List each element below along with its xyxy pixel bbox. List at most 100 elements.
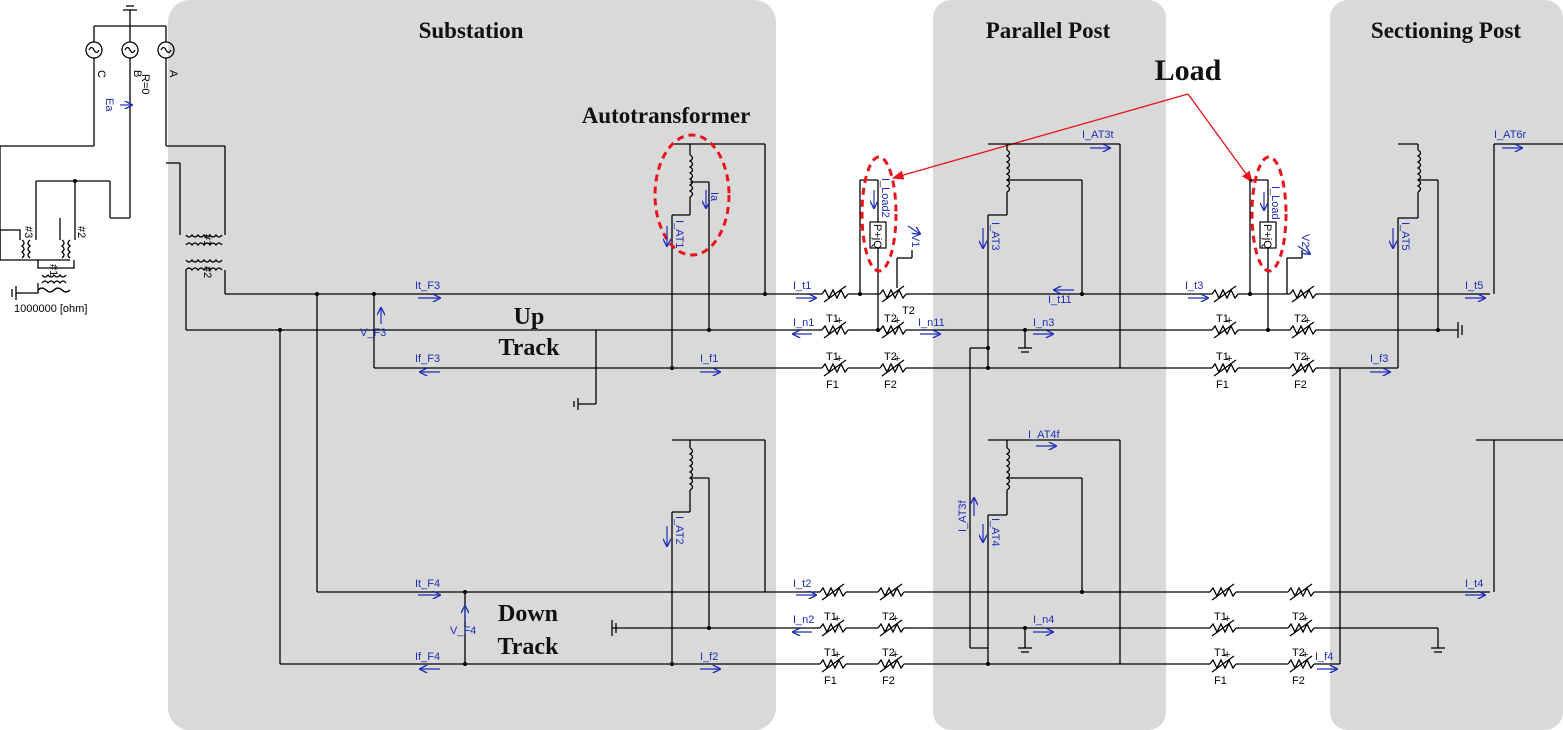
breaker-up-n-3: T2+ — [1289, 313, 1317, 339]
load-arrow-left — [891, 93, 1189, 180]
phase-a-label: A — [167, 70, 179, 78]
down-track-label-2: Track — [498, 634, 560, 660]
up-track-label-2: Track — [499, 335, 561, 361]
label-I_AT2: I_AT2 — [673, 516, 685, 545]
svg-text:+: + — [1226, 353, 1232, 365]
parallel-post-title: Parallel Post — [986, 18, 1111, 43]
svg-text:+: + — [834, 649, 840, 661]
load2-pq: P+jQ — [1261, 224, 1273, 249]
label-If_F3: If_F3 — [415, 353, 440, 365]
label-I_AT3t: I_AT3t — [1082, 129, 1114, 141]
substation-region — [168, 0, 776, 730]
label-I_AT3f: I_AT3f — [957, 499, 969, 532]
label-It_F3: It_F3 — [415, 280, 440, 292]
svg-text:+: + — [892, 649, 898, 661]
svg-text:F1: F1 — [1214, 675, 1227, 687]
svg-text:T2: T2 — [884, 313, 897, 325]
three-phase-source: A B C R=0 Ea #3 #2 #1 1000000 [ohm] #1 — [0, 5, 226, 330]
label-I_AT4f: I_AT4f — [1028, 429, 1061, 441]
svg-text:T2: T2 — [1292, 611, 1305, 623]
svg-text:T1: T1 — [826, 313, 839, 325]
svg-text:T1: T1 — [1216, 351, 1229, 363]
load1-pq: P+jQ — [871, 224, 883, 249]
svg-text:T1: T1 — [1214, 647, 1227, 659]
label-Ia: Ia — [708, 192, 720, 202]
svg-text:+: + — [836, 315, 842, 327]
sub-t2-label: #2 — [201, 266, 213, 278]
label-I_Load2: I_Load2 — [879, 178, 891, 218]
resistance-label: R=0 — [139, 74, 151, 95]
svg-text:+: + — [836, 353, 842, 365]
breaker-down-t-3 — [1287, 583, 1315, 601]
svg-text:+: + — [1304, 353, 1310, 365]
label-I_n3: I_n3 — [1033, 317, 1054, 329]
load2-highlight — [1250, 155, 1288, 273]
load-annotation: Load — [1155, 54, 1222, 87]
svg-text:F1: F1 — [1216, 379, 1229, 391]
label-I_AT4: I_AT4 — [989, 518, 1001, 547]
down-track-label-1: Down — [498, 601, 558, 627]
svg-text:+: + — [1304, 315, 1310, 327]
label-I_t4: I_t4 — [1465, 578, 1483, 590]
breaker-down-n-2: T1+ — [1209, 611, 1237, 637]
svg-text:F2: F2 — [1292, 675, 1305, 687]
label-I_t11: I_t11 — [1048, 294, 1072, 306]
breaker-down-n-3: T2+ — [1287, 611, 1315, 637]
label-I_t3: I_t3 — [1185, 280, 1203, 292]
label-If_F4: If_F4 — [415, 651, 440, 663]
t1-label: #1 — [47, 264, 59, 276]
breaker-up-t-1 — [879, 285, 907, 303]
label-I_AT1: I_AT1 — [673, 220, 685, 249]
breaker-down-f-3: T2+F2 — [1287, 647, 1315, 687]
svg-text:T1: T1 — [826, 351, 839, 363]
breaker-up-t-0 — [821, 285, 849, 303]
t3-label: #3 — [22, 226, 34, 238]
label-I_Load: I_Load — [1269, 186, 1281, 220]
svg-text:+: + — [894, 353, 900, 365]
svg-text:+: + — [892, 613, 898, 625]
breaker-up-n-0: T1+ — [821, 313, 849, 339]
breaker-down-n-0: T1+ — [819, 611, 847, 637]
up-track-label-1: Up — [514, 304, 545, 330]
breaker-down-f-1: T2+F2 — [877, 647, 905, 687]
breaker-up-n-1: T2+ — [879, 313, 907, 339]
label-I_t1: I_t1 — [793, 280, 811, 292]
svg-text:+: + — [1224, 613, 1230, 625]
ground-resistance-label: 1000000 [ohm] — [14, 303, 87, 315]
load1-highlight — [860, 155, 898, 273]
svg-text:T2: T2 — [1294, 351, 1307, 363]
breaker-down-n-1: T2+ — [877, 611, 905, 637]
svg-text:F1: F1 — [826, 379, 839, 391]
label-V_F4: V_F4 — [450, 625, 476, 637]
breaker-up-t-2 — [1211, 285, 1239, 303]
svg-text:T1: T1 — [1216, 313, 1229, 325]
breaker-down-f-2: T1+F1 — [1209, 647, 1237, 687]
breaker-down-t-2 — [1209, 583, 1237, 601]
breaker-up-n-2: T1+ — [1211, 313, 1239, 339]
label-V_F3: V_F3 — [360, 327, 386, 339]
svg-text:T2: T2 — [1294, 313, 1307, 325]
svg-text:+: + — [1226, 315, 1232, 327]
svg-text:F2: F2 — [882, 675, 895, 687]
load-arrow-right — [1187, 93, 1253, 183]
svg-text:T2: T2 — [884, 351, 897, 363]
svg-text:F2: F2 — [1294, 379, 1307, 391]
label-I_f2: I_f2 — [700, 651, 718, 663]
svg-text:+: + — [1302, 613, 1308, 625]
autotransformer-highlight — [653, 133, 731, 257]
breaker-up-f-3: T2+ F2 — [1289, 351, 1317, 391]
label-I_f4: I_f4 — [1315, 651, 1333, 663]
label-I_n11: I_n11 — [918, 317, 945, 329]
svg-text:F1: F1 — [824, 675, 837, 687]
label-I_n2: I_n2 — [793, 614, 814, 626]
label-I_t5: I_t5 — [1465, 280, 1483, 292]
ea-label: Ea — [103, 98, 115, 112]
sub-t1-label: #1 — [201, 234, 213, 246]
label-It_F4: It_F4 — [415, 578, 440, 590]
svg-text:T1: T1 — [824, 647, 837, 659]
sectioning-post-region — [1330, 0, 1563, 730]
breaker-down-t-1 — [877, 583, 905, 601]
phase-c-label: C — [95, 70, 107, 78]
breaker-up-f-2: T1+ F1 — [1211, 351, 1239, 391]
